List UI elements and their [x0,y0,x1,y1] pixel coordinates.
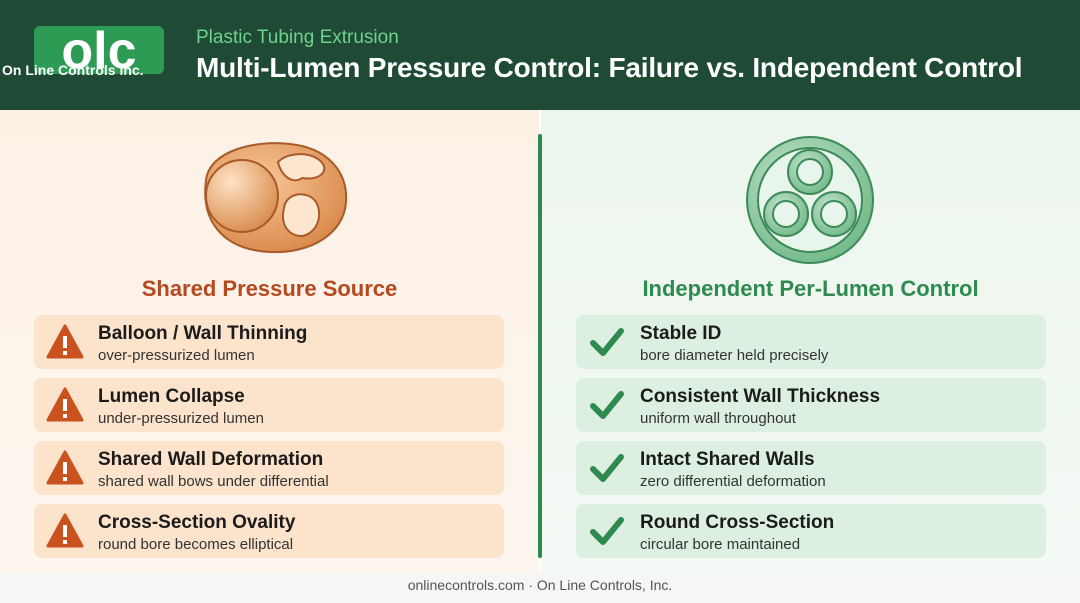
warning-icon [46,450,84,485]
company-name: On Line Controls Inc. [2,62,144,78]
footer-text: onlinecontrols.com · On Line Controls, I… [407,577,673,593]
checkmark-icon [590,454,624,482]
failure-card: Lumen Collapse under-pressurized lumen [34,378,504,432]
card-title: Intact Shared Walls [640,449,815,470]
warning-icon [46,513,84,548]
benefit-card: Consistent Wall Thickness uniform wall t… [576,378,1046,432]
page-kicker: Plastic Tubing Extrusion [196,27,399,48]
right-heading: Independent Per-Lumen Control [642,276,979,301]
benefit-card: Stable ID bore diameter held precisely [576,315,1046,369]
card-title: Round Cross-Section [640,512,835,533]
intact-tube-illustration [746,136,874,264]
page-title: Multi-Lumen Pressure Control: Failure vs… [196,52,1023,83]
card-subtitle: uniform wall throughout [640,410,796,427]
card-subtitle: bore diameter held precisely [640,347,829,364]
panel-divider [538,134,542,558]
card-title: Stable ID [640,323,722,344]
card-title: Lumen Collapse [98,386,245,407]
card-subtitle: over-pressurized lumen [98,347,255,364]
card-title: Balloon / Wall Thinning [98,323,308,344]
svg-text:olc: olc [61,22,136,80]
failure-card: Shared Wall Deformation shared wall bows… [34,441,504,495]
warning-icon [46,387,84,422]
card-subtitle: shared wall bows under differential [98,473,329,490]
deformed-tube-illustration [204,142,348,254]
card-subtitle: zero differential deformation [640,473,826,490]
card-title: Cross-Section Ovality [98,512,296,533]
benefit-card: Intact Shared Walls zero differential de… [576,441,1046,495]
failure-card: Balloon / Wall Thinning over-pressurized… [34,315,504,369]
failure-card: Cross-Section Ovality round bore becomes… [34,504,504,558]
header-bar [0,0,1080,110]
card-title: Consistent Wall Thickness [640,386,881,407]
card-title: Shared Wall Deformation [98,449,324,470]
checkmark-icon [590,517,624,545]
card-subtitle: under-pressurized lumen [98,410,264,427]
benefit-card: Round Cross-Section circular bore mainta… [576,504,1046,558]
card-subtitle: round bore becomes elliptical [98,536,294,553]
footer-bar [0,573,1080,603]
checkmark-icon [590,328,624,356]
card-subtitle: circular bore maintained [640,536,801,553]
left-heading: Shared Pressure Source [141,276,398,301]
warning-icon [46,324,84,359]
olc-logo: olc [34,22,164,80]
checkmark-icon [590,391,624,419]
